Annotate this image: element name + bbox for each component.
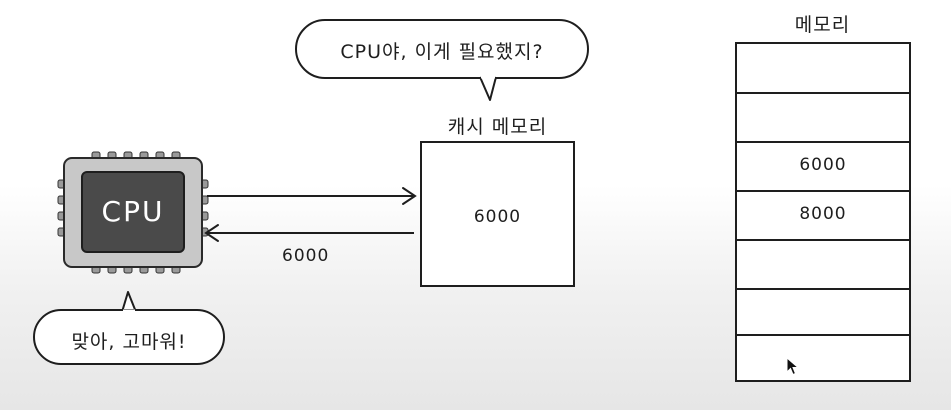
cpu-label: CPU [101, 195, 165, 228]
cache-speech-text: CPU야, 이게 필요했지? [340, 41, 544, 63]
cache-speech-bubble [295, 19, 589, 101]
mouse-cursor-icon [786, 356, 800, 376]
memory-cell [737, 93, 909, 143]
memory-cell: 6000 [737, 142, 909, 192]
cpu-speech-bubble [33, 291, 225, 365]
cpu-chip: CPU [57, 150, 209, 275]
memory-cell: 8000 [737, 191, 909, 241]
memory-cell [737, 335, 909, 378]
memory-table: 6000 8000 [735, 42, 911, 382]
cache-title: 캐시 메모리 [447, 116, 548, 138]
request-arrow [207, 187, 417, 205]
memory-title: 메모리 [794, 14, 851, 36]
memory-cell [737, 289, 909, 336]
cpu-speech-text: 맞아, 고마워! [71, 331, 187, 353]
cache-box: 6000 [420, 141, 575, 287]
cache-value: 6000 [473, 207, 522, 227]
cpu-chip-graphic [57, 151, 209, 274]
memory-cell-value: 6000 [799, 155, 847, 175]
memory-cell-value: 8000 [799, 204, 847, 224]
memory-cell [737, 240, 909, 290]
return-value-label: 6000 [282, 246, 330, 266]
response-arrow [204, 224, 414, 242]
memory-cell [737, 44, 909, 94]
